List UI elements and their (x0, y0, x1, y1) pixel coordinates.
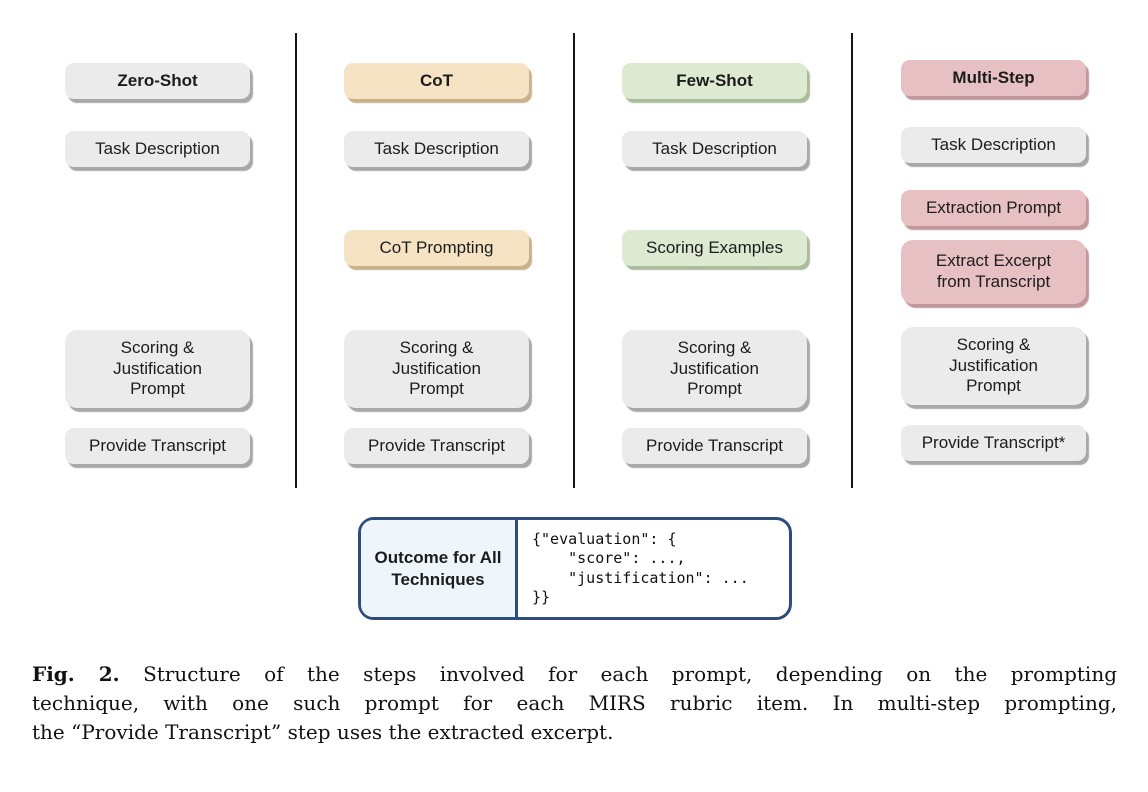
multi-step-extraction-prompt-box: Extraction Prompt (901, 190, 1086, 226)
outcome-box: Outcome for All Techniques {"evaluation"… (358, 517, 792, 620)
multi-step-provide-transcript-box: Provide Transcript* (901, 425, 1086, 461)
few-shot-scoring-examples-box: Scoring Examples (622, 230, 807, 266)
cot-prompting-box: CoT Prompting (344, 230, 529, 266)
column-separator-1 (295, 33, 297, 488)
multi-step-scoring-justification-box: Scoring & Justification Prompt (901, 327, 1086, 405)
few-shot-provide-transcript-box: Provide Transcript (622, 428, 807, 464)
outcome-label: Outcome for All Techniques (361, 520, 518, 617)
figure-number: Fig. 2. (32, 662, 120, 686)
prompting-techniques-diagram: Zero-Shot Task Description Scoring & Jus… (65, 33, 1086, 620)
json-code: {"evaluation": { "score": ..., "justific… (532, 530, 749, 606)
column-separator-3 (851, 33, 853, 488)
zero-shot-header: Zero-Shot (65, 63, 250, 99)
zero-shot-task-description-box: Task Description (65, 131, 250, 167)
cot-scoring-justification-box: Scoring & Justification Prompt (344, 330, 529, 408)
few-shot-task-description-box: Task Description (622, 131, 807, 167)
caption-line-3: the “Provide Transcript” step uses the e… (32, 720, 614, 744)
zero-shot-provide-transcript-box: Provide Transcript (65, 428, 250, 464)
multi-step-header: Multi-Step (901, 60, 1086, 96)
caption-line-2: technique, with one such prompt for each… (32, 691, 1117, 715)
multi-step-task-description-box: Task Description (901, 127, 1086, 163)
cot-header: CoT (344, 63, 529, 99)
caption-line-1: Structure of the steps involved for each… (143, 662, 1118, 686)
cot-task-description-box: Task Description (344, 131, 529, 167)
zero-shot-scoring-justification-box: Scoring & Justification Prompt (65, 330, 250, 408)
outcome-json-snippet: {"evaluation": { "score": ..., "justific… (518, 520, 789, 617)
figure-caption: Fig. 2. Structure of the steps involved … (32, 660, 1117, 747)
multi-step-extract-excerpt-box: Extract Excerpt from Transcript (901, 240, 1086, 304)
column-separator-2 (573, 33, 575, 488)
few-shot-scoring-justification-box: Scoring & Justification Prompt (622, 330, 807, 408)
cot-provide-transcript-box: Provide Transcript (344, 428, 529, 464)
few-shot-header: Few-Shot (622, 63, 807, 99)
